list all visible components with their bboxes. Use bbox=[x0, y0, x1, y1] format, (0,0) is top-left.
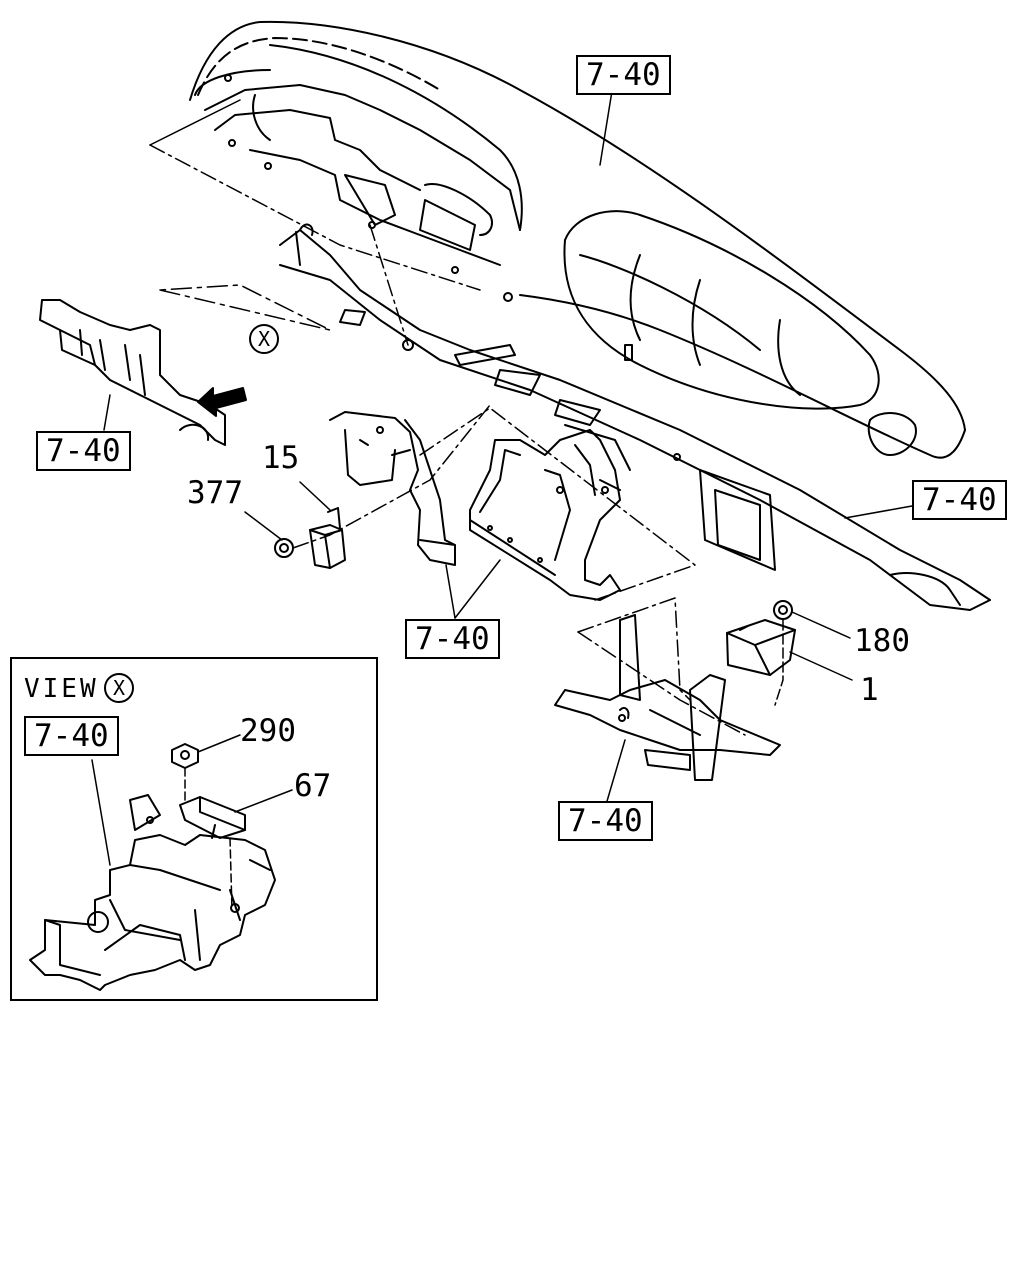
part-number-180: 180 bbox=[854, 623, 910, 659]
leader-180 bbox=[791, 611, 851, 639]
leader-left bbox=[103, 394, 111, 431]
leader-1 bbox=[789, 651, 853, 681]
reference-callout-bottom-right[interactable]: 7-40 bbox=[558, 801, 653, 841]
cross-car-beam bbox=[279, 223, 991, 611]
lower-right-bracket bbox=[554, 597, 796, 781]
leader-top bbox=[599, 90, 613, 166]
view-x-marker: X bbox=[249, 324, 279, 354]
reference-callout-view[interactable]: 7-40 bbox=[24, 716, 119, 756]
leader-15 bbox=[299, 481, 331, 511]
part-number-377: 377 bbox=[187, 475, 243, 511]
view-x-drawing bbox=[29, 734, 293, 991]
view-title-marker: X bbox=[104, 673, 134, 703]
center-bracket bbox=[274, 404, 696, 601]
view-x-detail-panel bbox=[10, 657, 378, 1001]
leader-bottom bbox=[604, 739, 626, 809]
left-bracket bbox=[39, 284, 331, 446]
console-bracket bbox=[469, 424, 681, 601]
reference-callout-top-right[interactable]: 7-40 bbox=[576, 55, 671, 95]
part-number-15: 15 bbox=[262, 440, 300, 476]
reference-callout-center[interactable]: 7-40 bbox=[405, 619, 500, 659]
part-number-1: 1 bbox=[860, 672, 879, 708]
view-title: VIEW bbox=[24, 674, 99, 704]
part-number-290: 290 bbox=[240, 713, 296, 749]
leader-right bbox=[844, 505, 913, 519]
instrument-panel bbox=[149, 20, 966, 459]
leader-377 bbox=[244, 511, 283, 541]
reference-callout-right[interactable]: 7-40 bbox=[912, 480, 1007, 520]
part-number-67: 67 bbox=[294, 768, 332, 804]
reference-callout-left[interactable]: 7-40 bbox=[36, 431, 131, 471]
